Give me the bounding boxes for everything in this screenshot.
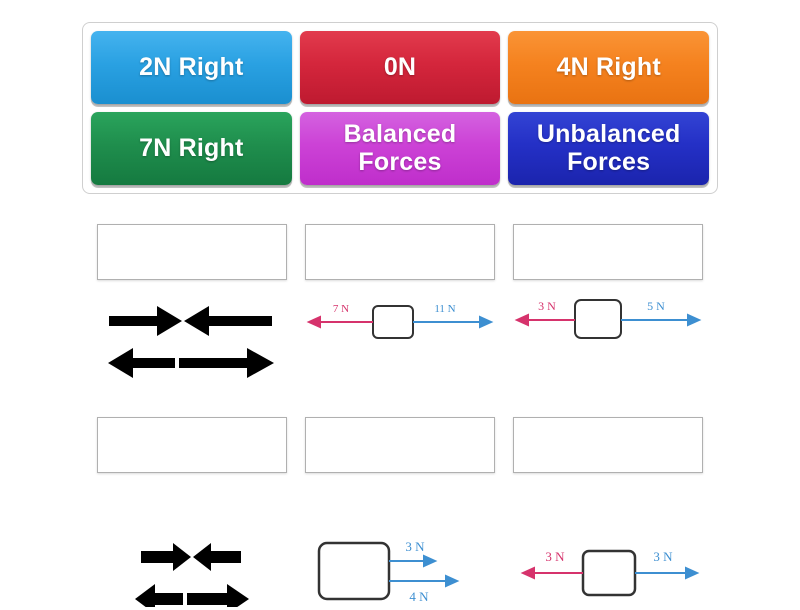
dropzone-5[interactable] — [305, 417, 495, 473]
tile-7n-right[interactable]: 7N Right — [91, 112, 292, 185]
tile-tray: 2N Right 0N 4N Right 7N Right Balanced F… — [82, 22, 718, 194]
force-diagram-3: 3 N 5 N — [513, 288, 703, 414]
force-label-left: 3 N — [545, 549, 565, 564]
dropzone-3[interactable] — [513, 224, 703, 280]
force-diagram-6: 3 N 3 N — [513, 481, 703, 607]
tile-0n[interactable]: 0N — [299, 31, 501, 104]
object-box — [581, 549, 637, 597]
arrow-right-black-lower — [179, 348, 274, 378]
tile-label: 4N Right — [556, 52, 661, 81]
answer-cell-3: 3 N 5 N — [513, 224, 703, 417]
arrow-right-blue — [635, 566, 700, 580]
answer-cell-6: 3 N 3 N — [513, 417, 703, 610]
tile-label: 0N — [383, 52, 417, 81]
answer-cell-5: 3 N 4 N — [305, 417, 495, 610]
arrow-left-pink — [306, 315, 373, 329]
dropzone-4[interactable] — [97, 417, 287, 473]
answer-cell-2: 7 N 11 N — [305, 224, 495, 417]
answer-cell-4 — [97, 417, 287, 610]
object-box — [574, 299, 622, 339]
tile-unbalanced-forces[interactable]: Unbalanced Forces — [508, 112, 709, 185]
answer-cell-1 — [97, 224, 287, 417]
arrow-left-black-lower — [135, 584, 183, 607]
arrow-right-blue — [621, 313, 702, 327]
tile-2n-right[interactable]: 2N Right — [91, 31, 292, 104]
arrow-left-pink — [520, 566, 583, 580]
arrow-right-blue-bottom — [389, 574, 460, 588]
force-diagram-5: 3 N 4 N — [305, 481, 495, 607]
object-box — [317, 541, 391, 601]
force-label-left: 3 N — [538, 299, 556, 313]
force-label-right: 11 N — [434, 303, 455, 315]
tile-balanced-forces[interactable]: Balanced Forces — [299, 112, 501, 185]
object-box — [372, 305, 414, 339]
tile-label: Unbalanced Forces — [536, 120, 681, 176]
dropzone-6[interactable] — [513, 417, 703, 473]
tile-4n-right[interactable]: 4N Right — [508, 31, 709, 104]
force-label-right: 3 N — [653, 549, 673, 564]
force-label-top: 3 N — [405, 539, 425, 554]
arrow-right-blue — [413, 315, 494, 329]
arrow-left-black-lower — [108, 348, 175, 378]
force-diagram-2: 7 N 11 N — [305, 288, 495, 414]
force-label-right: 5 N — [647, 299, 665, 313]
arrow-left-black — [184, 306, 272, 336]
arrow-left-pink — [514, 313, 575, 327]
answer-grid: 7 N 11 N 3 N 5 N — [97, 224, 703, 610]
force-diagram-1 — [97, 288, 287, 414]
force-label-left: 7 N — [333, 303, 349, 315]
force-label-bottom: 4 N — [409, 589, 429, 604]
force-diagram-4 — [97, 481, 287, 607]
dropzone-1[interactable] — [97, 224, 287, 280]
arrow-right-black — [109, 306, 182, 336]
arrow-right-black-lower — [187, 584, 249, 607]
arrow-right-blue-top — [389, 554, 438, 568]
arrow-left-black — [193, 543, 241, 571]
arrow-right-black — [141, 543, 191, 571]
tile-label: 7N Right — [139, 133, 244, 162]
dropzone-2[interactable] — [305, 224, 495, 280]
tile-label: 2N Right — [139, 52, 244, 81]
tile-label: Balanced Forces — [343, 120, 457, 176]
